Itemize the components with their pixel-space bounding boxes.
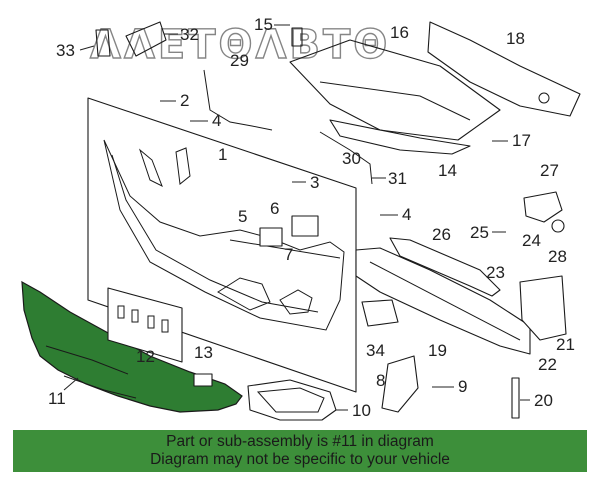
callout-21: 21 bbox=[556, 335, 575, 354]
screw-15 bbox=[291, 27, 303, 47]
footer-line-2: Diagram may not be specific to your vehi… bbox=[150, 451, 450, 468]
bracket-plates-12 bbox=[107, 287, 183, 363]
wiring-29 bbox=[203, 69, 273, 131]
callout-28: 28 bbox=[548, 247, 567, 266]
callout-15: 15 bbox=[254, 15, 273, 34]
callout-5: 5 bbox=[238, 207, 247, 226]
callout-22: 22 bbox=[538, 355, 557, 374]
callout-18: 18 bbox=[506, 29, 525, 48]
sensor-34 bbox=[361, 299, 399, 327]
callout-13: 13 bbox=[194, 343, 213, 362]
callout-17: 17 bbox=[512, 131, 531, 150]
bracket-32 bbox=[125, 21, 167, 57]
clip-13 bbox=[193, 373, 213, 387]
callout-26: 26 bbox=[432, 225, 451, 244]
callout-29: 29 bbox=[230, 51, 249, 70]
callout-25: 25 bbox=[470, 223, 489, 242]
callout-14: 14 bbox=[438, 161, 457, 180]
callout-9: 9 bbox=[458, 377, 467, 396]
callout-33: 33 bbox=[56, 41, 75, 60]
clip-28 bbox=[551, 219, 565, 233]
callout-3: 3 bbox=[310, 173, 319, 192]
callout-4b: 4 bbox=[402, 205, 411, 224]
footer-banner: Part or sub-assembly is #11 in diagram D… bbox=[13, 430, 587, 472]
callout-12: 12 bbox=[136, 347, 155, 366]
callout-30: 30 bbox=[342, 149, 361, 168]
impact-bar-19 bbox=[355, 247, 531, 355]
callout-labels: 33 32 15 16 18 29 2 4 1 17 30 3 31 14 27… bbox=[48, 15, 575, 420]
watermark-text: ΛΛΕΤΘΛΒΤΘ bbox=[90, 22, 390, 68]
callout-24: 24 bbox=[522, 231, 541, 250]
bracket-8 bbox=[381, 355, 419, 413]
clip-33 bbox=[95, 29, 111, 57]
footer-line-1: Part or sub-assembly is #11 in diagram bbox=[166, 433, 434, 450]
bracket-27 bbox=[523, 191, 563, 223]
callout-27: 27 bbox=[540, 161, 559, 180]
callout-34: 34 bbox=[366, 341, 385, 360]
callout-20: 20 bbox=[534, 391, 553, 410]
grille-insert-10 bbox=[247, 379, 337, 421]
callout-11: 11 bbox=[48, 389, 66, 408]
cover-6 bbox=[291, 215, 319, 237]
callout-10: 10 bbox=[352, 401, 371, 420]
callout-6: 6 bbox=[270, 199, 279, 218]
callout-23: 23 bbox=[486, 263, 505, 282]
callout-8: 8 bbox=[376, 371, 385, 390]
wiring-31 bbox=[319, 131, 373, 185]
callout-19: 19 bbox=[428, 341, 447, 360]
callout-2: 2 bbox=[180, 91, 189, 110]
callout-32: 32 bbox=[180, 25, 199, 44]
upper-shield-16 bbox=[289, 39, 501, 141]
support-18 bbox=[427, 21, 581, 117]
bracket-21 bbox=[519, 275, 567, 341]
callout-31: 31 bbox=[388, 169, 407, 188]
air-guide-14 bbox=[329, 119, 471, 155]
bolt-20 bbox=[511, 377, 520, 419]
callout-4a: 4 bbox=[212, 111, 221, 130]
callout-16: 16 bbox=[390, 23, 409, 42]
absorber-26 bbox=[389, 237, 501, 297]
callout-1: 1 bbox=[218, 145, 227, 164]
callout-7: 7 bbox=[284, 245, 293, 264]
cover-5 bbox=[259, 227, 283, 247]
